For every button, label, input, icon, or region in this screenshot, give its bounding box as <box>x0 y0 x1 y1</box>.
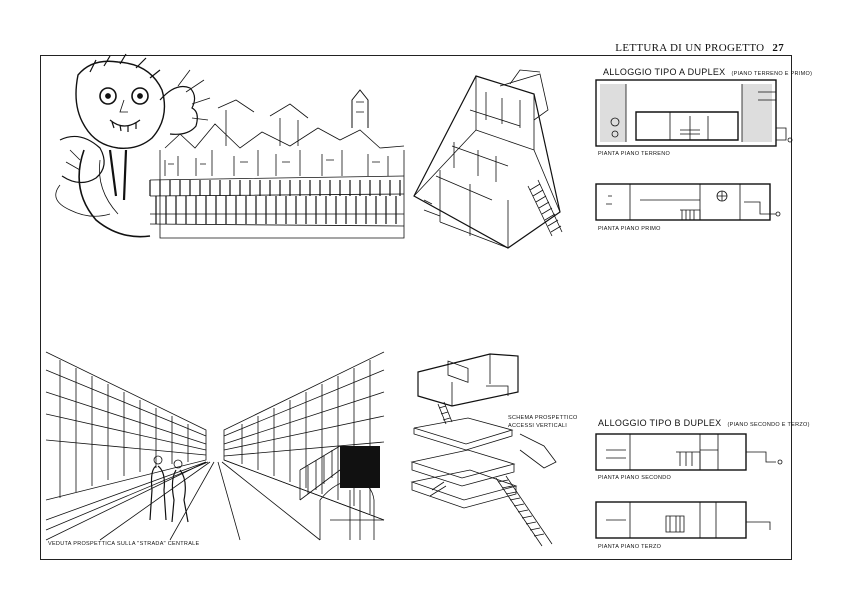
plan-a-title: ALLOGGIO TIPO A DUPLEX (PIANO TERRENO E P… <box>603 67 812 77</box>
plan-b-title-text: ALLOGGIO TIPO B DUPLEX <box>598 418 722 428</box>
running-title: LETTURA DI UN PROGETTO <box>615 42 765 54</box>
plan-b-title: ALLOGGIO TIPO B DUPLEX (PIANO SECONDO E T… <box>598 418 810 428</box>
plan-a-ground <box>595 79 793 147</box>
running-header: LETTURA DI UN PROGETTO 27 <box>615 42 784 54</box>
street-caption: VEDUTA PROSPETTICA SULLA "STRADA" CENTRA… <box>48 541 200 547</box>
plan-b-second <box>595 433 783 471</box>
plan-a-ground-caption: PIANTA PIANO TERRENO <box>598 151 671 157</box>
schema-caption-line-1: SCHEMA PROSPETTICO <box>508 415 578 421</box>
plan-a-title-text: ALLOGGIO TIPO A DUPLEX <box>603 67 726 77</box>
plan-a-first <box>595 183 781 221</box>
plan-b-subtitle: (PIANO SECONDO E TERZO) <box>727 422 810 428</box>
plan-b-second-caption: PIANTA PIANO SECONDO <box>598 475 672 481</box>
dark-doorway <box>340 446 380 488</box>
caricature-townscape-sketch <box>55 53 405 239</box>
vertical-access-schema <box>410 353 557 547</box>
plan-b-third <box>595 501 771 539</box>
schema-caption-line-2: ACCESSI VERTICALI <box>508 423 568 429</box>
plan-a-first-caption: PIANTA PIANO PRIMO <box>598 226 661 232</box>
plan-a-subtitle: (PIANO TERRENO E PRIMO) <box>731 71 813 77</box>
duplex-axonometric <box>413 69 563 383</box>
schema-caption: SCHEMA PROSPETTICO ACCESSI VERTICALI <box>508 414 578 430</box>
page-number: 27 <box>772 42 784 54</box>
page-frame <box>40 55 792 560</box>
street-perspective <box>45 351 385 541</box>
plan-b-third-caption: PIANTA PIANO TERZO <box>598 544 662 550</box>
